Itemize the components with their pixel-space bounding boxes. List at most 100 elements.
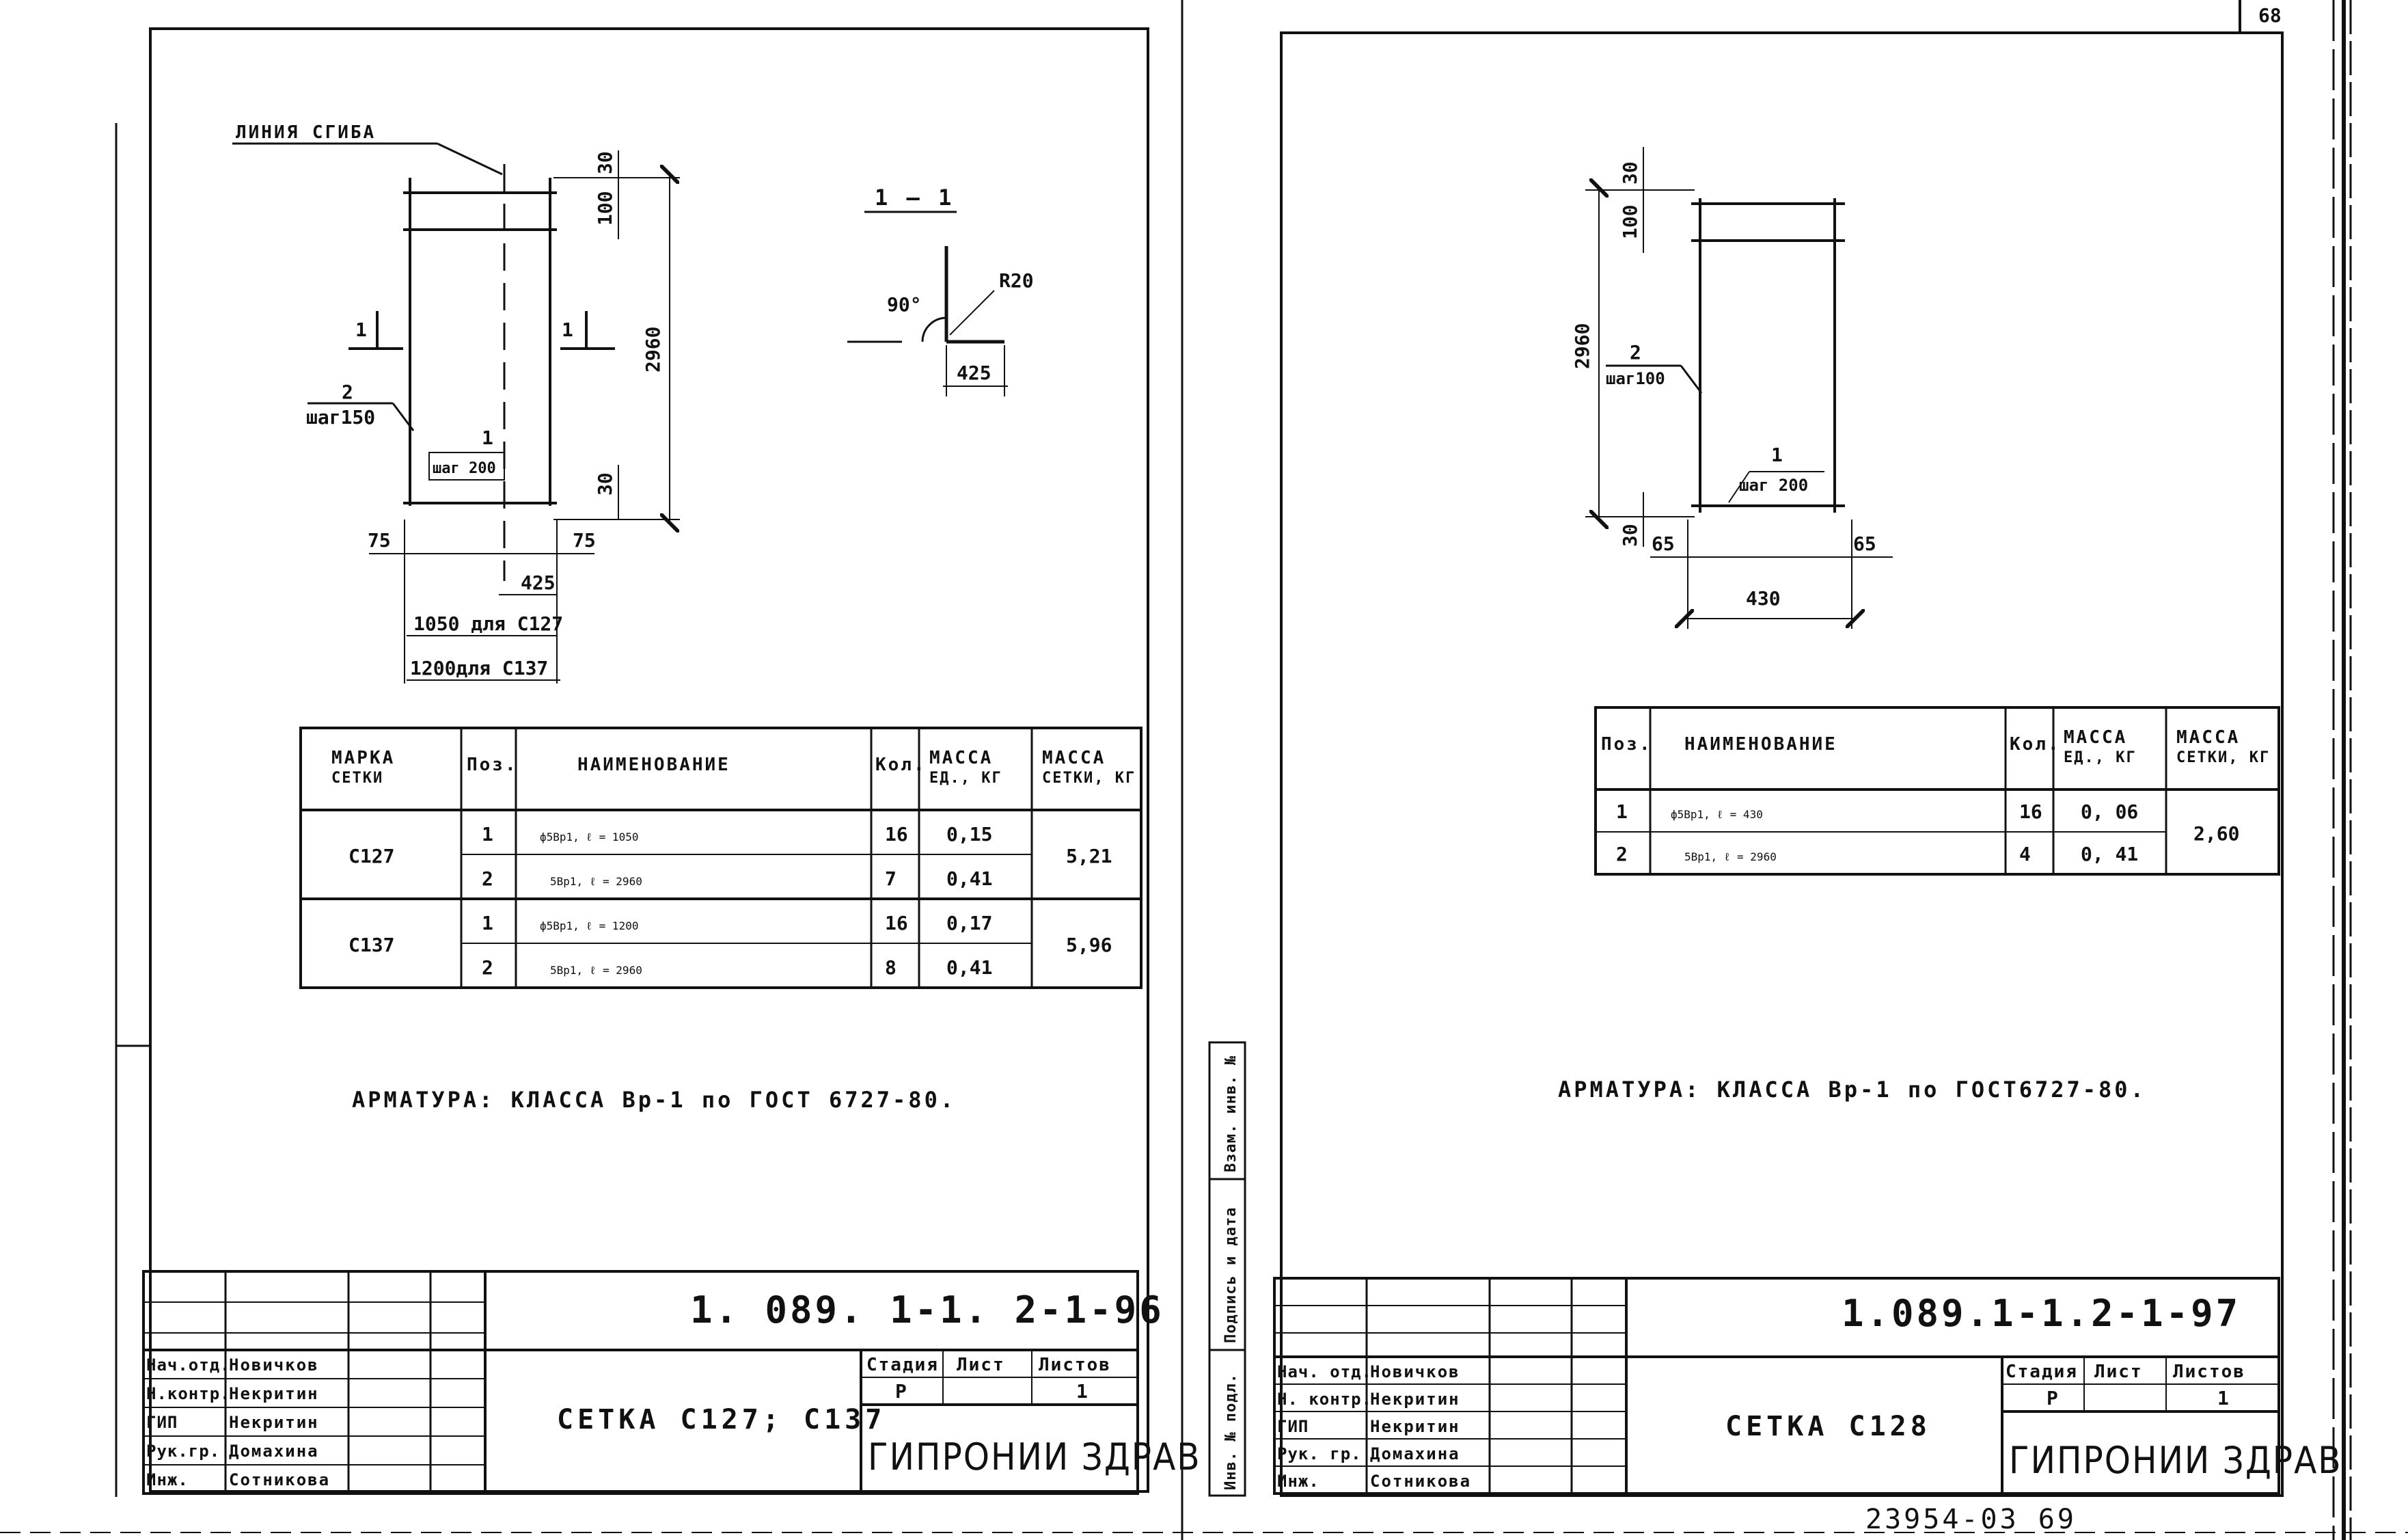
table-name-cell: 5Вр1, ℓ = 2960 (1684, 850, 1777, 863)
table-header-cell: Поз. (1601, 734, 1652, 755)
right-pos1-label: 1 (1771, 444, 1783, 466)
right-sheet: 68 Инв. № подл. Подпись и дата Взам. инв… (1208, 0, 2352, 1540)
section-length: 425 (957, 362, 991, 384)
left-frame (149, 27, 1149, 1493)
table-header-cell: МАССА (2064, 727, 2127, 748)
right-doc-title: СЕТКА С128 (1725, 1411, 1931, 1442)
section-marker-right: 1 (562, 319, 573, 341)
table-qty-cell: 16 (885, 912, 908, 934)
dim-bottom-30: 30 (594, 472, 616, 496)
table-header-cell: СЕТКИ (331, 770, 383, 787)
right-dim-top-30: 30 (1619, 161, 1641, 185)
section-title: 1 — 1 (875, 185, 954, 211)
section-marker-left: 1 (355, 319, 367, 341)
table-name-cell: 5Вр1, ℓ = 2960 (550, 964, 642, 977)
left-note: АРМАТУРА: КЛАССА Вр-1 по ГОСТ 6727-80. (352, 1087, 956, 1113)
table-total-mass-cell: 5,21 (1066, 845, 1112, 867)
approver-role: Рук.гр. (146, 1442, 220, 1461)
approver-role: Нач.отд. (146, 1355, 231, 1375)
table-total-mass-cell: 5,96 (1066, 934, 1112, 956)
dim-top-100: 100 (594, 191, 616, 226)
right-dim-left-65: 65 (1652, 532, 1675, 555)
dim-width-1050: 1050 для С127 (413, 612, 563, 635)
table-name-cell: ф5Вр1, ℓ = 1050 (540, 830, 638, 843)
table-header-cell: СЕТКИ, КГ (1042, 770, 1136, 787)
right-pos2-label: 2 (1630, 341, 1641, 364)
approver-role: Н.контр. (146, 1384, 231, 1403)
approver-name: Новичков (229, 1355, 319, 1375)
table-qty-cell: 7 (885, 867, 897, 890)
table-mark-cell: С137 (348, 934, 394, 956)
right-sheets-count: 1 (2217, 1387, 2229, 1409)
left-sheet: ЛИНИЯ СГИБА 1 1 2 шаг150 1 шаг 200 30 10 (115, 27, 1200, 1497)
table-pos-cell: 2 (482, 956, 493, 979)
stamp-inv-no: Инв. № подл. (1222, 1373, 1240, 1490)
table-name-cell: ф5Вр1, ℓ = 430 (1671, 808, 1763, 821)
table-mass-cell: 0,41 (946, 867, 992, 890)
table-name-cell: 5Вр1, ℓ = 2960 (550, 875, 642, 888)
left-sheets-count: 1 (1076, 1380, 1088, 1403)
right-dim-bottom-30: 30 (1619, 524, 1641, 547)
right-org-name: ГИПРОНИИ ЗДРАВ (2009, 1439, 2342, 1482)
table-header-cell: МАССА (2176, 727, 2240, 748)
pos1-label: 1 (482, 427, 493, 449)
approver-name: Новичков (1370, 1362, 1460, 1381)
table-pos-cell: 2 (1616, 843, 1628, 865)
stamp-replace-inv: Взам. инв. № (1222, 1055, 1240, 1172)
table-header-cell: НАИМЕНОВАНИЕ (577, 755, 730, 775)
table-qty-cell: 16 (885, 823, 908, 846)
right-dim-height-2960: 2960 (1571, 323, 1593, 369)
table-pos-cell: 1 (1616, 800, 1628, 823)
approver-name: Домахина (1370, 1444, 1460, 1463)
table-header-cell: СЕТКИ, КГ (2176, 749, 2270, 766)
dim-right-75: 75 (573, 529, 596, 552)
pos1-step: шаг 200 (433, 460, 496, 477)
table-mass-cell: 0, 06 (2081, 800, 2138, 823)
approver-name: Некритин (229, 1384, 319, 1403)
dim-left-75: 75 (368, 529, 391, 552)
table-name-cell: ф5Вр1, ℓ = 1200 (540, 919, 638, 932)
table-header-cell: НАИМЕНОВАНИЕ (1684, 734, 1837, 755)
right-doc-code: 1.089.1-1.2-1-97 (1842, 1292, 2241, 1335)
approver-role: Н. контр. (1277, 1390, 1372, 1409)
approver-name: Сотникова (229, 1470, 330, 1489)
table-mass-cell: 0,41 (946, 956, 992, 979)
bend-line-label: ЛИНИЯ СГИБА (236, 122, 376, 143)
corner-sheet-number: 68 (2258, 4, 2282, 27)
table-mass-cell: 0,15 (946, 823, 992, 846)
pos2-step: шаг150 (306, 406, 375, 429)
right-dim-right-65: 65 (1853, 532, 1876, 555)
dim-width-1200: 1200для С137 (410, 657, 548, 679)
table-header-cell: ЕД., КГ (929, 770, 1002, 787)
left-sheet-label: Лист (957, 1355, 1005, 1375)
table-total-mass-cell: 2,60 (2193, 822, 2239, 845)
table-header-cell: Кол. (2010, 734, 2061, 755)
dim-height-2960: 2960 (642, 327, 664, 373)
approver-name: Некритин (229, 1413, 319, 1432)
table-pos-cell: 1 (482, 823, 493, 846)
right-stage-label: Стадия (2006, 1362, 2078, 1382)
table-qty-cell: 8 (885, 956, 897, 979)
left-stage: Р (895, 1380, 907, 1403)
approver-name: Некритин (1370, 1390, 1460, 1409)
table-header-cell: ЕД., КГ (2064, 749, 2137, 766)
table-header-cell: МАССА (929, 748, 993, 768)
right-stage: Р (2047, 1387, 2058, 1409)
table-mark-cell: С127 (348, 845, 394, 867)
approver-role: ГИП (1277, 1417, 1309, 1436)
table-pos-cell: 2 (482, 867, 493, 890)
approver-role: ГИП (146, 1413, 178, 1432)
dim-top-30: 30 (594, 151, 616, 174)
table-mass-cell: 0, 41 (2081, 843, 2138, 865)
right-frame (1280, 31, 2284, 1497)
pos2-label: 2 (342, 381, 353, 403)
right-dim-width-430: 430 (1746, 587, 1781, 610)
bottom-stamp: 23954-03 69 (1865, 1504, 2077, 1535)
right-sheets-label: Листов (2173, 1362, 2245, 1382)
right-mesh-drawing: 30 100 2960 30 2 шаг100 1 шаг 200 65 65 … (1571, 147, 1893, 629)
right-sheet-label: Лист (2094, 1362, 2143, 1382)
left-title-block: 1. 089. 1-1. 2-1-96 Нач.отд.НовичковН.ко… (142, 1270, 1200, 1495)
